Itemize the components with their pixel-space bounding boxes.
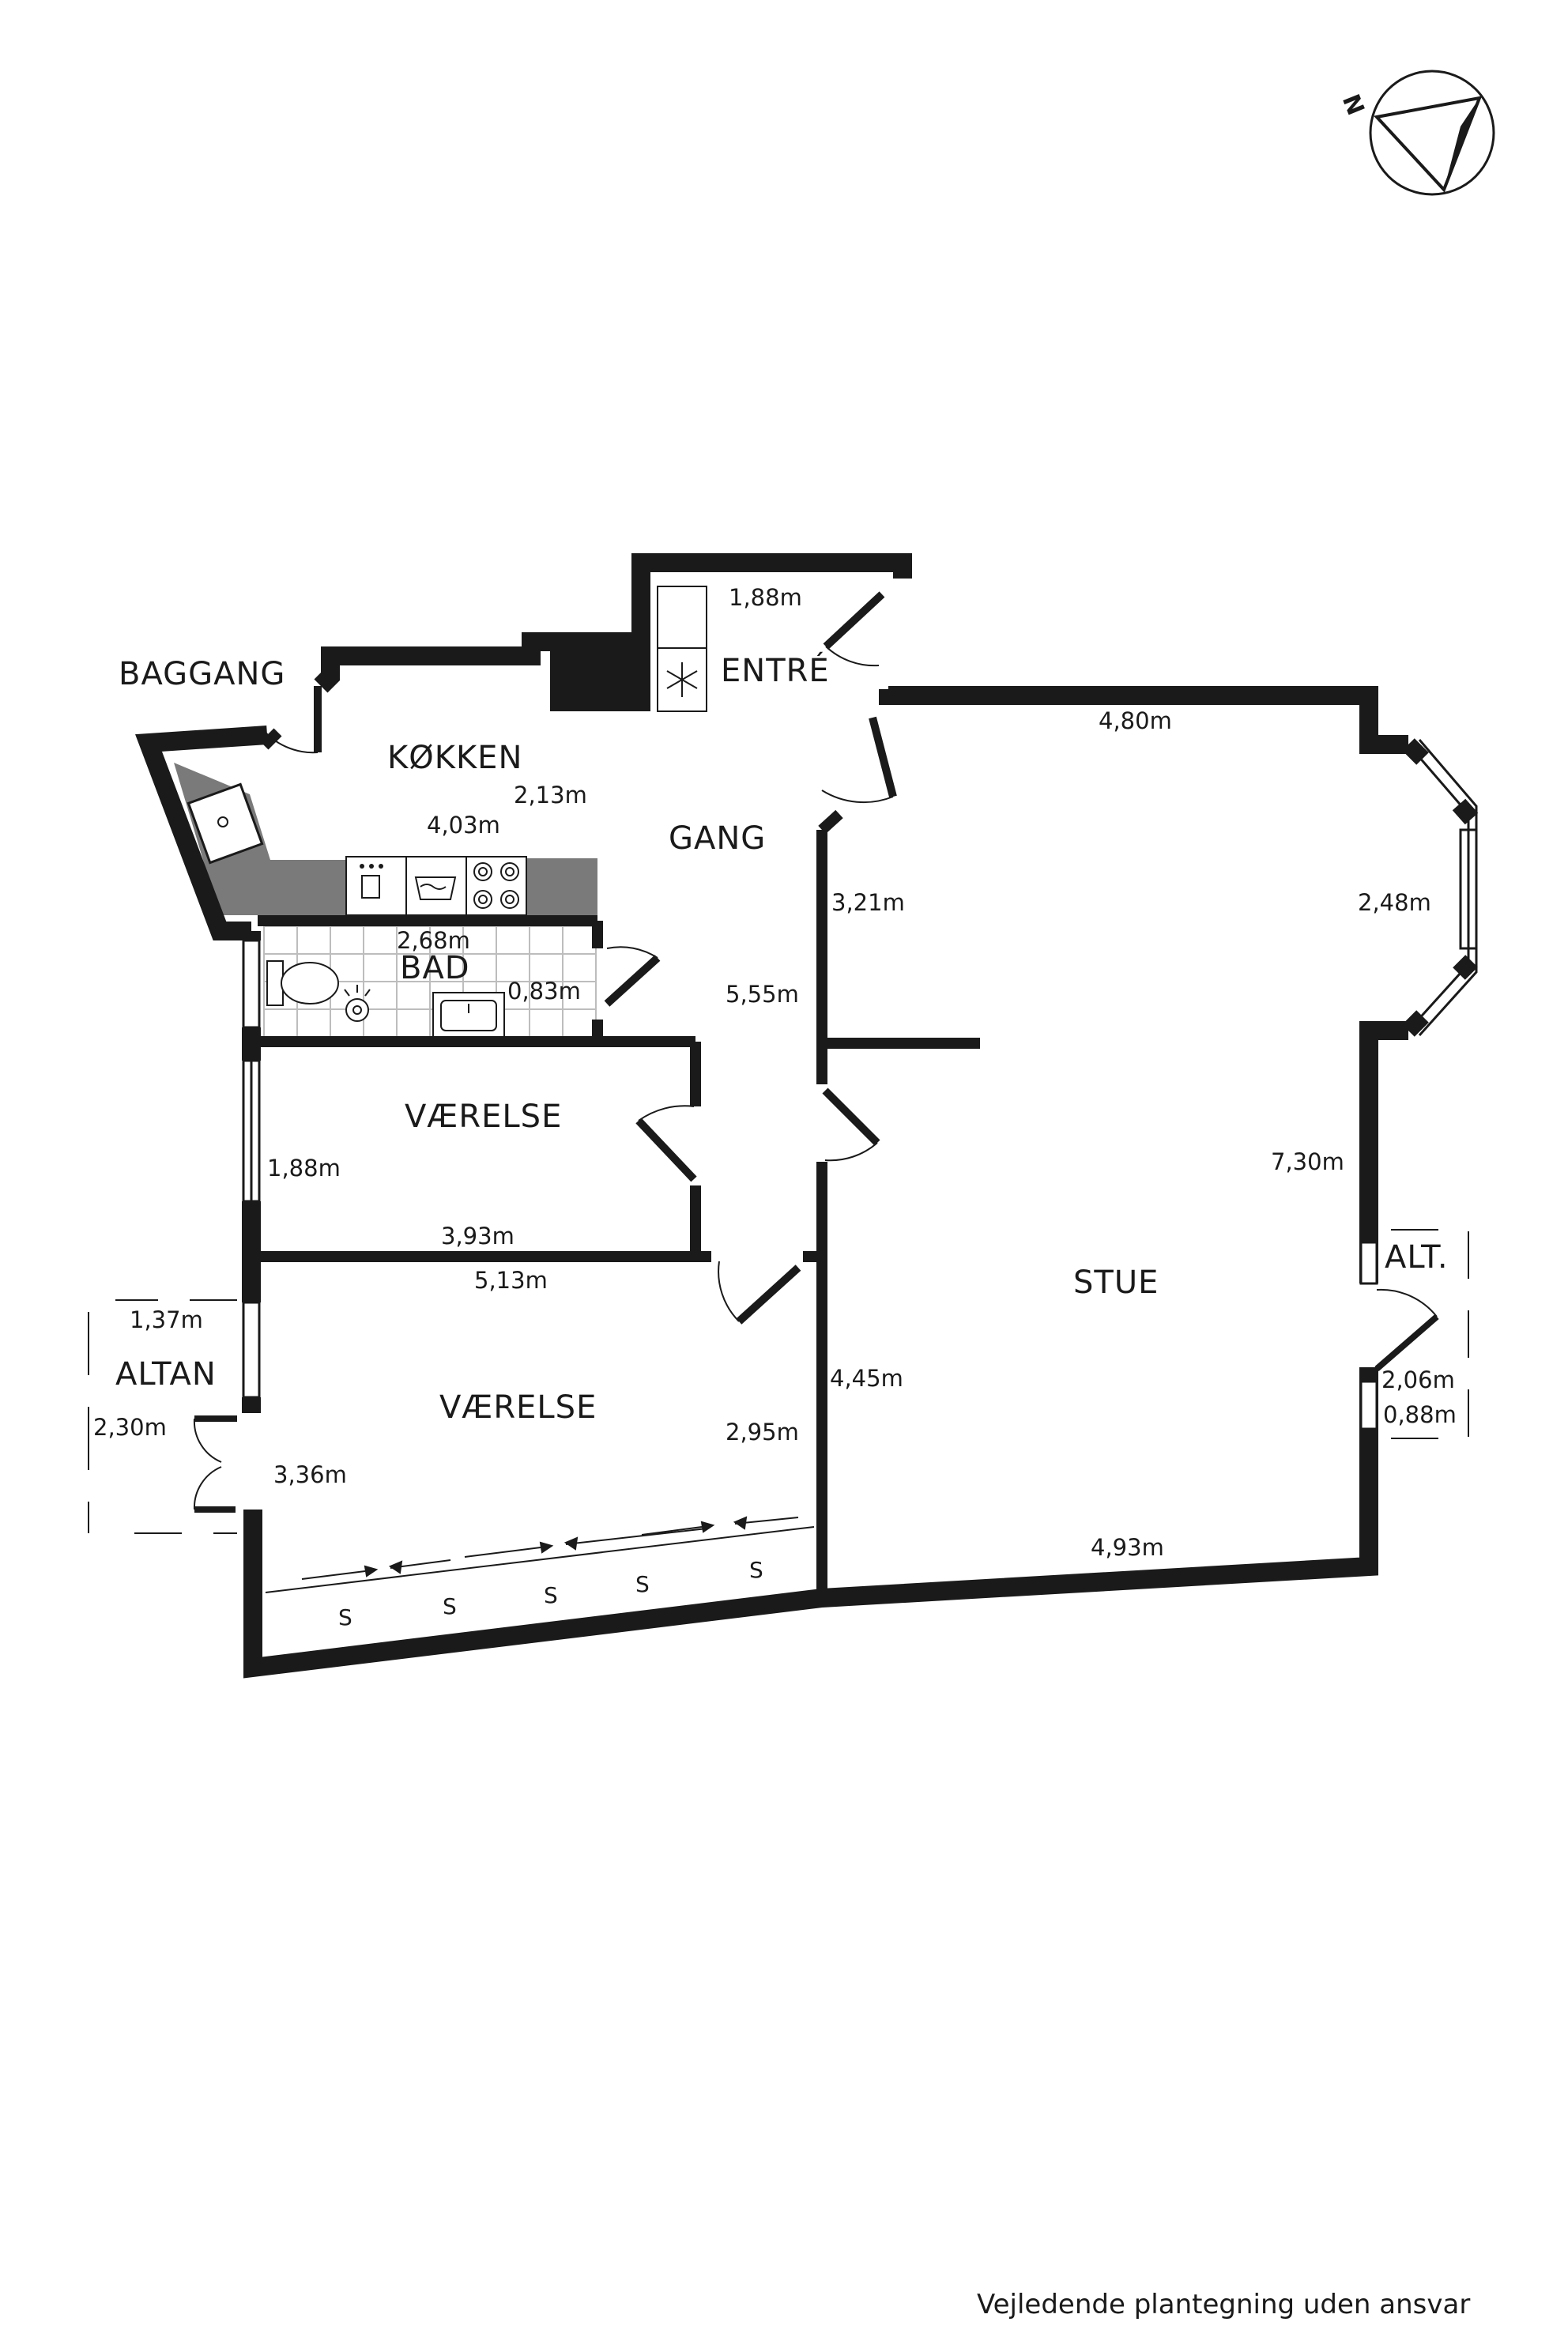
interior-walls bbox=[258, 809, 980, 1604]
dim-alt-depth: 2,06m bbox=[1381, 1366, 1455, 1393]
freezer-icon bbox=[657, 586, 707, 712]
slope-mark: S bbox=[338, 1604, 352, 1630]
slope-mark: S bbox=[443, 1593, 457, 1619]
shower-icon bbox=[344, 985, 371, 1022]
dim-stue-right: 7,30m bbox=[1271, 1148, 1344, 1175]
north-label: N bbox=[1336, 91, 1370, 119]
room-label-gang: GANG bbox=[669, 820, 766, 857]
dim-vaerelse-2-right: 2,95m bbox=[726, 1419, 799, 1446]
room-label-vaerelse-2: VÆRELSE bbox=[439, 1389, 597, 1426]
dim-alt-width: 0,88m bbox=[1383, 1401, 1457, 1428]
room-label-kokken: KØKKEN bbox=[387, 740, 522, 776]
dim-kokken-width: 4,03m bbox=[427, 812, 500, 839]
dim-stue-top: 4,80m bbox=[1099, 707, 1172, 734]
sink-icon bbox=[187, 782, 264, 865]
dim-gang-upper: 3,21m bbox=[831, 889, 905, 916]
room-label-vaerelse-1: VÆRELSE bbox=[405, 1099, 562, 1135]
slope-marks: S S S S S bbox=[338, 1557, 763, 1630]
room-label-entre: ENTRÉ bbox=[721, 651, 830, 689]
room-label-baggang: BAGGANG bbox=[119, 656, 285, 692]
room-label-altan: ALTAN bbox=[115, 1356, 217, 1393]
dim-stue-bottom: 4,93m bbox=[1091, 1534, 1164, 1561]
dishwasher-icon bbox=[345, 856, 407, 916]
room-label-stue: STUE bbox=[1073, 1265, 1159, 1301]
dim-altan-width: 1,37m bbox=[130, 1306, 203, 1333]
dim-altan-depth: 2,30m bbox=[93, 1414, 167, 1441]
dim-stue-left: 4,45m bbox=[830, 1365, 903, 1392]
washbasin-icon bbox=[432, 992, 505, 1038]
slope-mark: S bbox=[544, 1582, 558, 1608]
dim-vaerelse-1-width: 3,93m bbox=[441, 1223, 514, 1250]
doors bbox=[193, 591, 1439, 1513]
room-labels: BAGGANG ENTRÉ KØKKEN GANG BAD VÆRELSE VÆ… bbox=[115, 651, 1449, 1426]
walls bbox=[135, 553, 1408, 1679]
slope-arrows bbox=[265, 1516, 815, 1593]
windows bbox=[242, 828, 1478, 1430]
dim-gang-length: 5,55m bbox=[726, 981, 799, 1008]
stove-icon bbox=[466, 856, 527, 916]
dim-vaerelse-2-width: 5,13m bbox=[474, 1267, 548, 1294]
room-label-bad: BAD bbox=[400, 950, 470, 986]
dim-vaerelse-1-depth: 1,88m bbox=[267, 1155, 341, 1182]
room-label-alt: ALT. bbox=[1385, 1239, 1449, 1276]
dim-bay-window: 2,48m bbox=[1358, 889, 1431, 916]
dim-kokken-depth: 2,13m bbox=[514, 782, 587, 808]
bay-window-frames bbox=[1407, 739, 1478, 1037]
washing-machine-icon bbox=[405, 856, 467, 916]
slope-mark: S bbox=[635, 1571, 650, 1597]
toilet-icon bbox=[266, 960, 339, 1006]
dim-vaerelse-2-left: 3,36m bbox=[273, 1461, 347, 1488]
dimension-labels: 1,88m 2,13m 4,03m 4,80m 2,48m 3,21m 2,68… bbox=[93, 584, 1457, 1561]
dim-entre-width: 1,88m bbox=[729, 584, 802, 611]
balcony-outlines bbox=[88, 1229, 1469, 1534]
kitchen-counter bbox=[174, 763, 597, 916]
dim-bad-width: 2,68m bbox=[397, 927, 470, 954]
bay-window-walls bbox=[1402, 738, 1479, 1037]
slope-mark: S bbox=[749, 1557, 763, 1583]
disclaimer-text: Vejledende plantegning uden ansvar bbox=[977, 2289, 1471, 2320]
dim-bad-depth: 0,83m bbox=[507, 978, 581, 1004]
compass-icon: N bbox=[1336, 70, 1495, 196]
